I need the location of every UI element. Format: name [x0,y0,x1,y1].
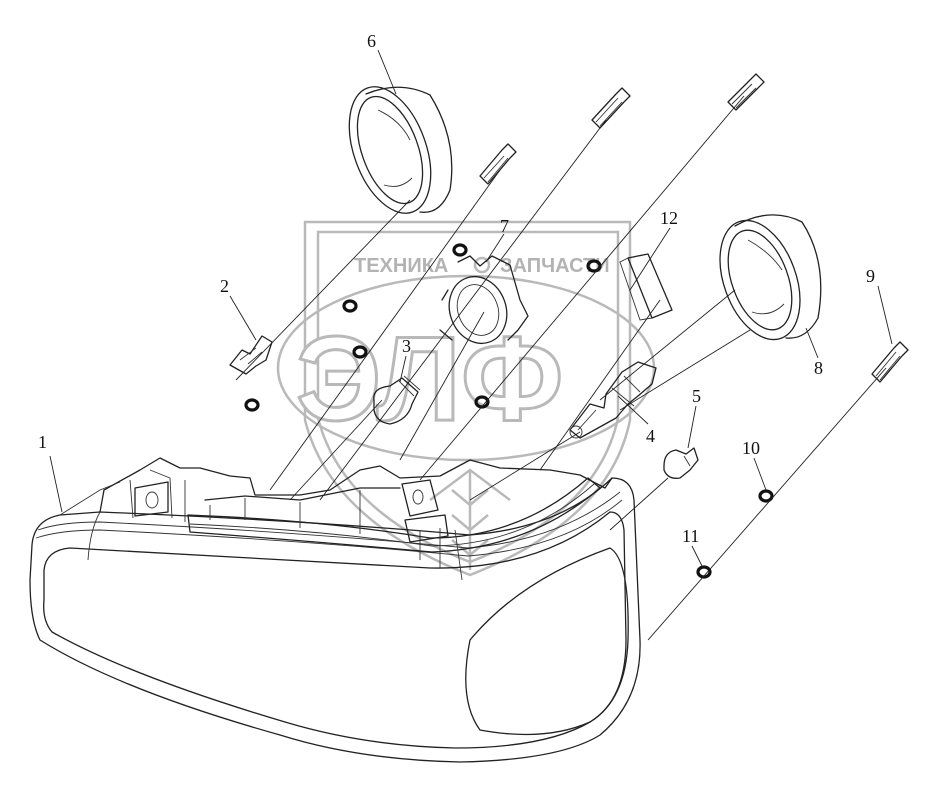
washer-d [352,345,368,359]
bolt-2 [591,87,631,129]
part-7-holder [439,255,529,345]
watermark-wheat-icon [429,468,511,570]
bolt-3 [727,73,765,111]
callout-5: 5 [692,386,701,406]
washer-a [452,243,468,257]
washer-e [244,398,260,412]
callout-4: 4 [646,426,655,446]
washer-c [342,299,358,313]
callout-3: 3 [402,336,411,356]
callout-12: 12 [660,208,678,228]
watermark-logo: ТЕХНИКА ЗАПЧАСТИ ЭЛФ [276,220,656,577]
callout-8: 8 [814,358,823,378]
callout-10: 10 [742,438,760,458]
callout-labels: 1 2 3 4 5 6 7 8 9 10 11 12 [38,31,875,546]
watermark-logo-text: ЭЛФ [296,312,563,446]
callout-leaders [49,49,893,567]
part-12-element [619,253,673,321]
callout-11: 11 [682,526,699,546]
callout-9: 9 [866,266,875,286]
bolt-1 [479,143,517,185]
part-5-bulb [663,447,699,479]
assembly-lines [235,95,887,641]
washer-10 [758,489,774,503]
part-6-cap [348,86,453,214]
callout-6: 6 [367,31,376,51]
bolt-9 [871,341,909,383]
part-8-cap [719,214,822,341]
headlamp-housing [29,457,641,763]
callout-7: 7 [500,216,509,236]
washer-11 [696,565,712,579]
part-3-bulb [373,375,421,425]
part-4-bulb [569,361,657,439]
callout-1: 1 [38,432,47,452]
watermark-right-text: ЗАПЧАСТИ [500,255,610,277]
watermark-left-text: ТЕХНИКА [354,255,448,277]
part-2-bulb [229,335,273,375]
callout-2: 2 [220,276,229,296]
